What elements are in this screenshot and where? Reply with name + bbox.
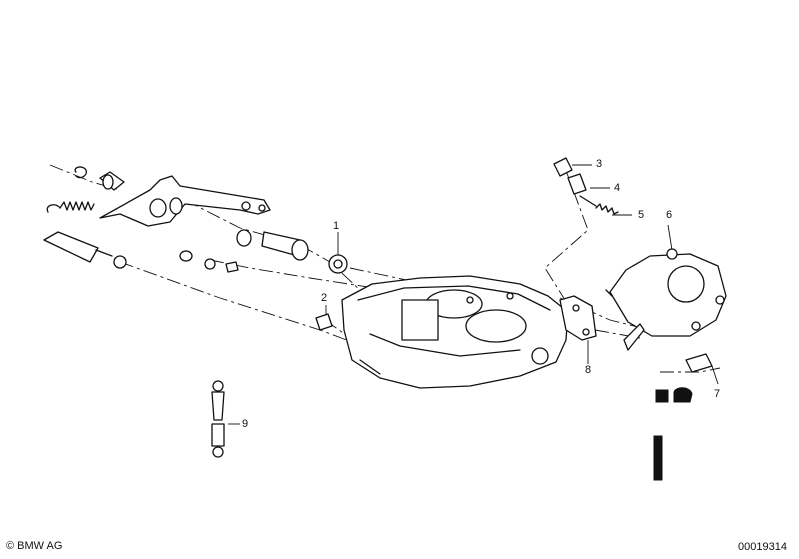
cap-screw-spring <box>553 157 619 215</box>
throttle-spindle <box>236 229 309 261</box>
edge-fragments <box>653 387 693 481</box>
link-rod <box>211 380 225 458</box>
screw <box>315 313 333 331</box>
callout-6: 6 <box>666 209 673 221</box>
callout-1: 1 <box>333 220 340 232</box>
carburettor-body <box>341 275 569 389</box>
bushing-top-left <box>99 171 125 191</box>
return-spring <box>46 201 95 213</box>
circlip <box>74 166 87 179</box>
choke-cover <box>605 248 727 351</box>
choke-screw <box>685 353 713 373</box>
small-screw-washer <box>179 250 239 273</box>
gasket-plate <box>559 295 597 341</box>
callout-9: 9 <box>242 418 249 430</box>
copyright-icon: © <box>6 540 15 552</box>
callout-4: 4 <box>614 182 621 194</box>
callout-7: 7 <box>714 388 721 400</box>
copyright-text: BMW AG <box>17 540 63 552</box>
callout-2: 2 <box>321 292 328 304</box>
lock-washer <box>328 254 348 274</box>
copyright: © BMW AG <box>6 540 62 552</box>
callout-3: 3 <box>596 158 603 170</box>
throttle-lever <box>99 175 271 227</box>
callout-5: 5 <box>638 209 645 221</box>
callout-8: 8 <box>585 364 592 376</box>
callout-leaders <box>228 164 719 425</box>
stop-screw <box>43 231 127 269</box>
drawing-number: 00019314 <box>738 541 787 553</box>
